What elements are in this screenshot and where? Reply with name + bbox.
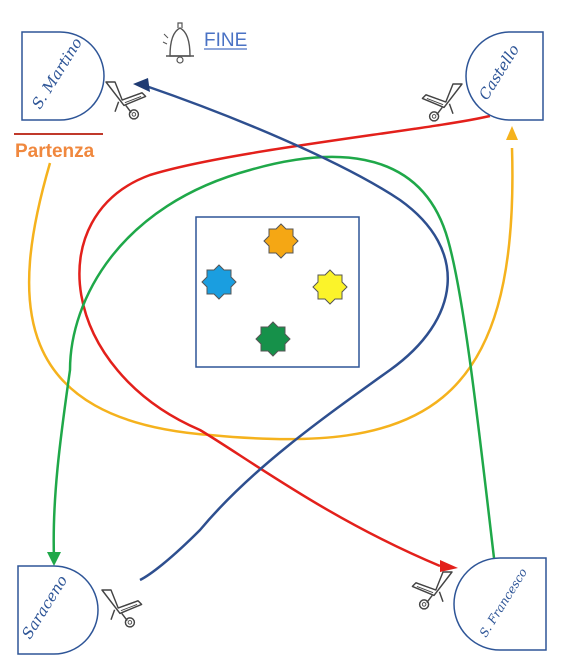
star-icon-green	[255, 321, 291, 357]
star-icon-orange	[263, 223, 299, 259]
wheelbarrow-icon-castello	[421, 83, 463, 122]
star-icon-yellow	[312, 269, 348, 305]
route-red	[78, 114, 491, 568]
wheelbarrow-icon-saraceno	[101, 589, 143, 628]
bell-icon	[162, 22, 194, 64]
start-label: Partenza	[15, 141, 95, 162]
station-saraceno	[17, 565, 99, 655]
center-box	[195, 216, 360, 368]
station-san-martino	[21, 31, 105, 121]
station-castello	[465, 31, 544, 121]
arrow-blue	[133, 78, 150, 92]
star-icon-blue	[201, 264, 237, 300]
arrow-red	[440, 560, 458, 572]
end-label: FINE	[204, 30, 247, 51]
route-yellow	[27, 147, 514, 441]
wheelbarrow-icon-san-martino	[105, 81, 147, 120]
route-green	[52, 155, 496, 559]
wheelbarrow-icon-san-francesco	[411, 571, 453, 610]
arrow-yellow	[506, 126, 518, 140]
route-blue	[139, 84, 449, 582]
arrow-green	[47, 552, 61, 566]
station-san-francesco	[453, 557, 547, 651]
